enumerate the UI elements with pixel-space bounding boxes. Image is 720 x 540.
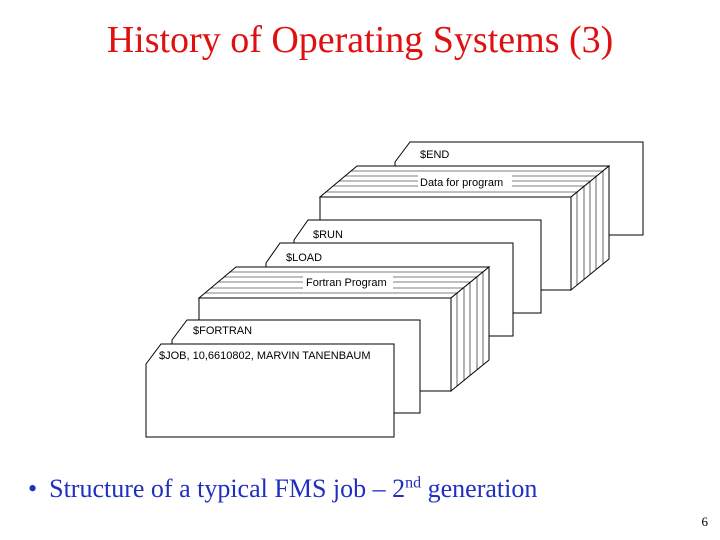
card-label: Fortran Program [306, 277, 387, 289]
card-label: Data for program [420, 177, 503, 189]
deck-label-bg [418, 175, 512, 189]
slide-title: History of Operating Systems (3) [106, 19, 614, 61]
deck-side-lines [456, 272, 484, 386]
page-number: 6 [701, 514, 709, 529]
card-label: $RUN [313, 229, 343, 241]
bullet-item: • Structure of a typical FMS job – 2nd ge… [28, 474, 708, 504]
bullet-text-end: generation [421, 474, 538, 503]
card-label: $FORTRAN [193, 325, 252, 337]
card-label: $END [420, 149, 449, 161]
bullet-superscript: nd [405, 474, 422, 492]
card-label: $LOAD [286, 252, 322, 264]
bullet-dot: • [28, 474, 38, 503]
bullet-text: Structure of a typical FMS job – 2 [49, 474, 406, 503]
card-outline [145, 343, 395, 438]
deck-label-bg [303, 275, 393, 289]
card-label: $JOB, 10,6610802, MARVIN TANENBAUM [159, 350, 371, 362]
card-job: $JOB, 10,6610802, MARVIN TANENBAUM [145, 343, 395, 438]
deck-side-lines [576, 171, 604, 285]
